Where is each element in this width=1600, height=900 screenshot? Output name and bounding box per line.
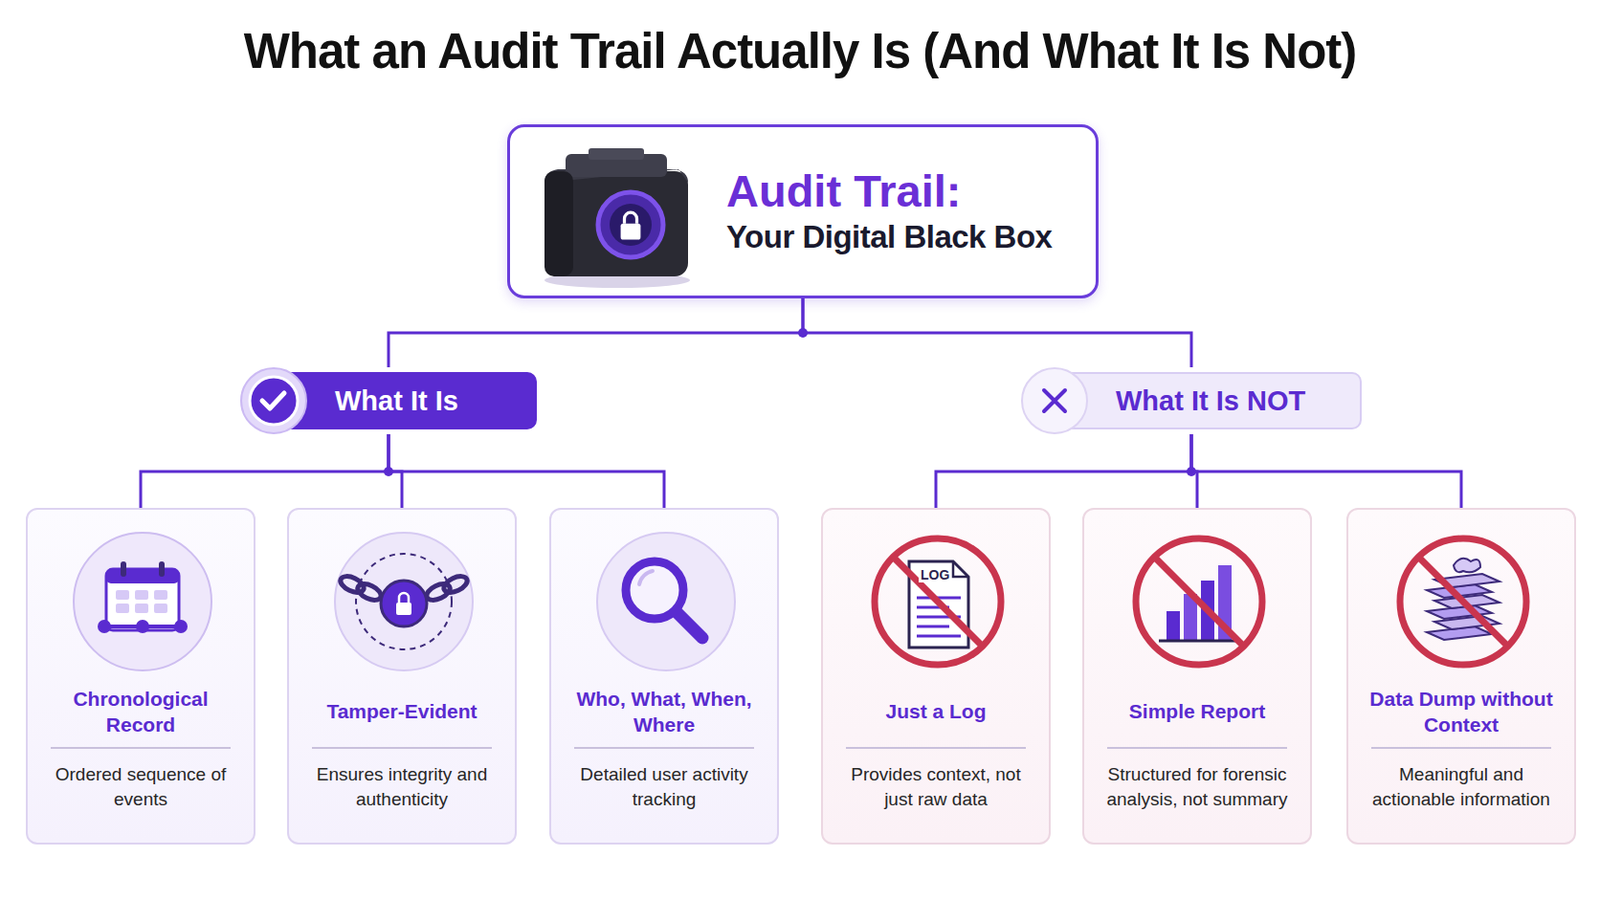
card-heading: Tamper-Evident <box>300 684 504 740</box>
category-label: What It Is NOT <box>1115 385 1306 418</box>
divider <box>1107 747 1288 750</box>
junction-dot <box>1186 466 1197 477</box>
connector <box>935 434 1192 509</box>
concept-card: Chronological RecordOrdered sequence of … <box>25 508 256 845</box>
card-body: Ordered sequence of events <box>39 762 243 812</box>
black-box-icon <box>510 127 702 300</box>
card-body: Provides context, not just raw data <box>834 762 1038 812</box>
root-box: Audit Trail:Your Digital Black Box <box>507 124 1099 299</box>
connector <box>140 434 389 509</box>
card-heading: Chronological Record <box>39 684 243 740</box>
card-body: Structured for forensic analysis, not su… <box>1095 762 1299 812</box>
divider <box>311 747 492 750</box>
log-icon <box>822 510 1053 683</box>
title: What an Audit Trail Actually Is (And Wha… <box>0 22 1600 80</box>
card-body: Meaningful and actionable information <box>1359 762 1563 812</box>
card-heading: Data Dump without Context <box>1359 684 1563 740</box>
concept-card: Simple ReportStructured for forensic ana… <box>1082 508 1312 845</box>
connector <box>1191 434 1462 509</box>
divider <box>574 747 755 750</box>
calendar-icon <box>27 510 258 683</box>
card-heading: Who, What, When, Where <box>562 684 766 740</box>
concept-card: Tamper-EvidentEnsures integrity and auth… <box>287 508 517 845</box>
bars-icon <box>1084 510 1314 683</box>
lens-icon <box>551 510 781 683</box>
concept-card: Data Dump without ContextMeaningful and … <box>1346 508 1577 845</box>
divider <box>845 747 1026 750</box>
card-body: Detailed user activity tracking <box>562 762 766 812</box>
concept-card: Just a LogProvides context, not just raw… <box>821 508 1051 845</box>
junction-dot <box>798 328 808 338</box>
connector <box>388 298 803 368</box>
junction-dot <box>383 466 394 477</box>
category-label: What It Is <box>334 385 459 418</box>
card-body: Ensures integrity and authenticity <box>300 762 504 812</box>
root-heading: Audit Trail: <box>726 165 1069 218</box>
card-heading: Simple Report <box>1095 684 1299 740</box>
connector <box>802 298 1192 368</box>
root-subheading: Your Digital Black Box <box>726 217 1069 259</box>
pile-icon <box>1348 510 1578 683</box>
concept-card: Who, What, When, WhereDetailed user acti… <box>549 508 779 845</box>
card-heading: Just a Log <box>834 684 1038 740</box>
divider <box>1371 747 1552 750</box>
chain-icon <box>288 510 519 683</box>
category-pill: What It Is <box>239 367 538 435</box>
divider <box>50 747 231 750</box>
connector <box>388 434 665 509</box>
category-pill: What It Is NOT <box>1020 367 1363 435</box>
log-icon-text: LOG <box>918 567 952 583</box>
